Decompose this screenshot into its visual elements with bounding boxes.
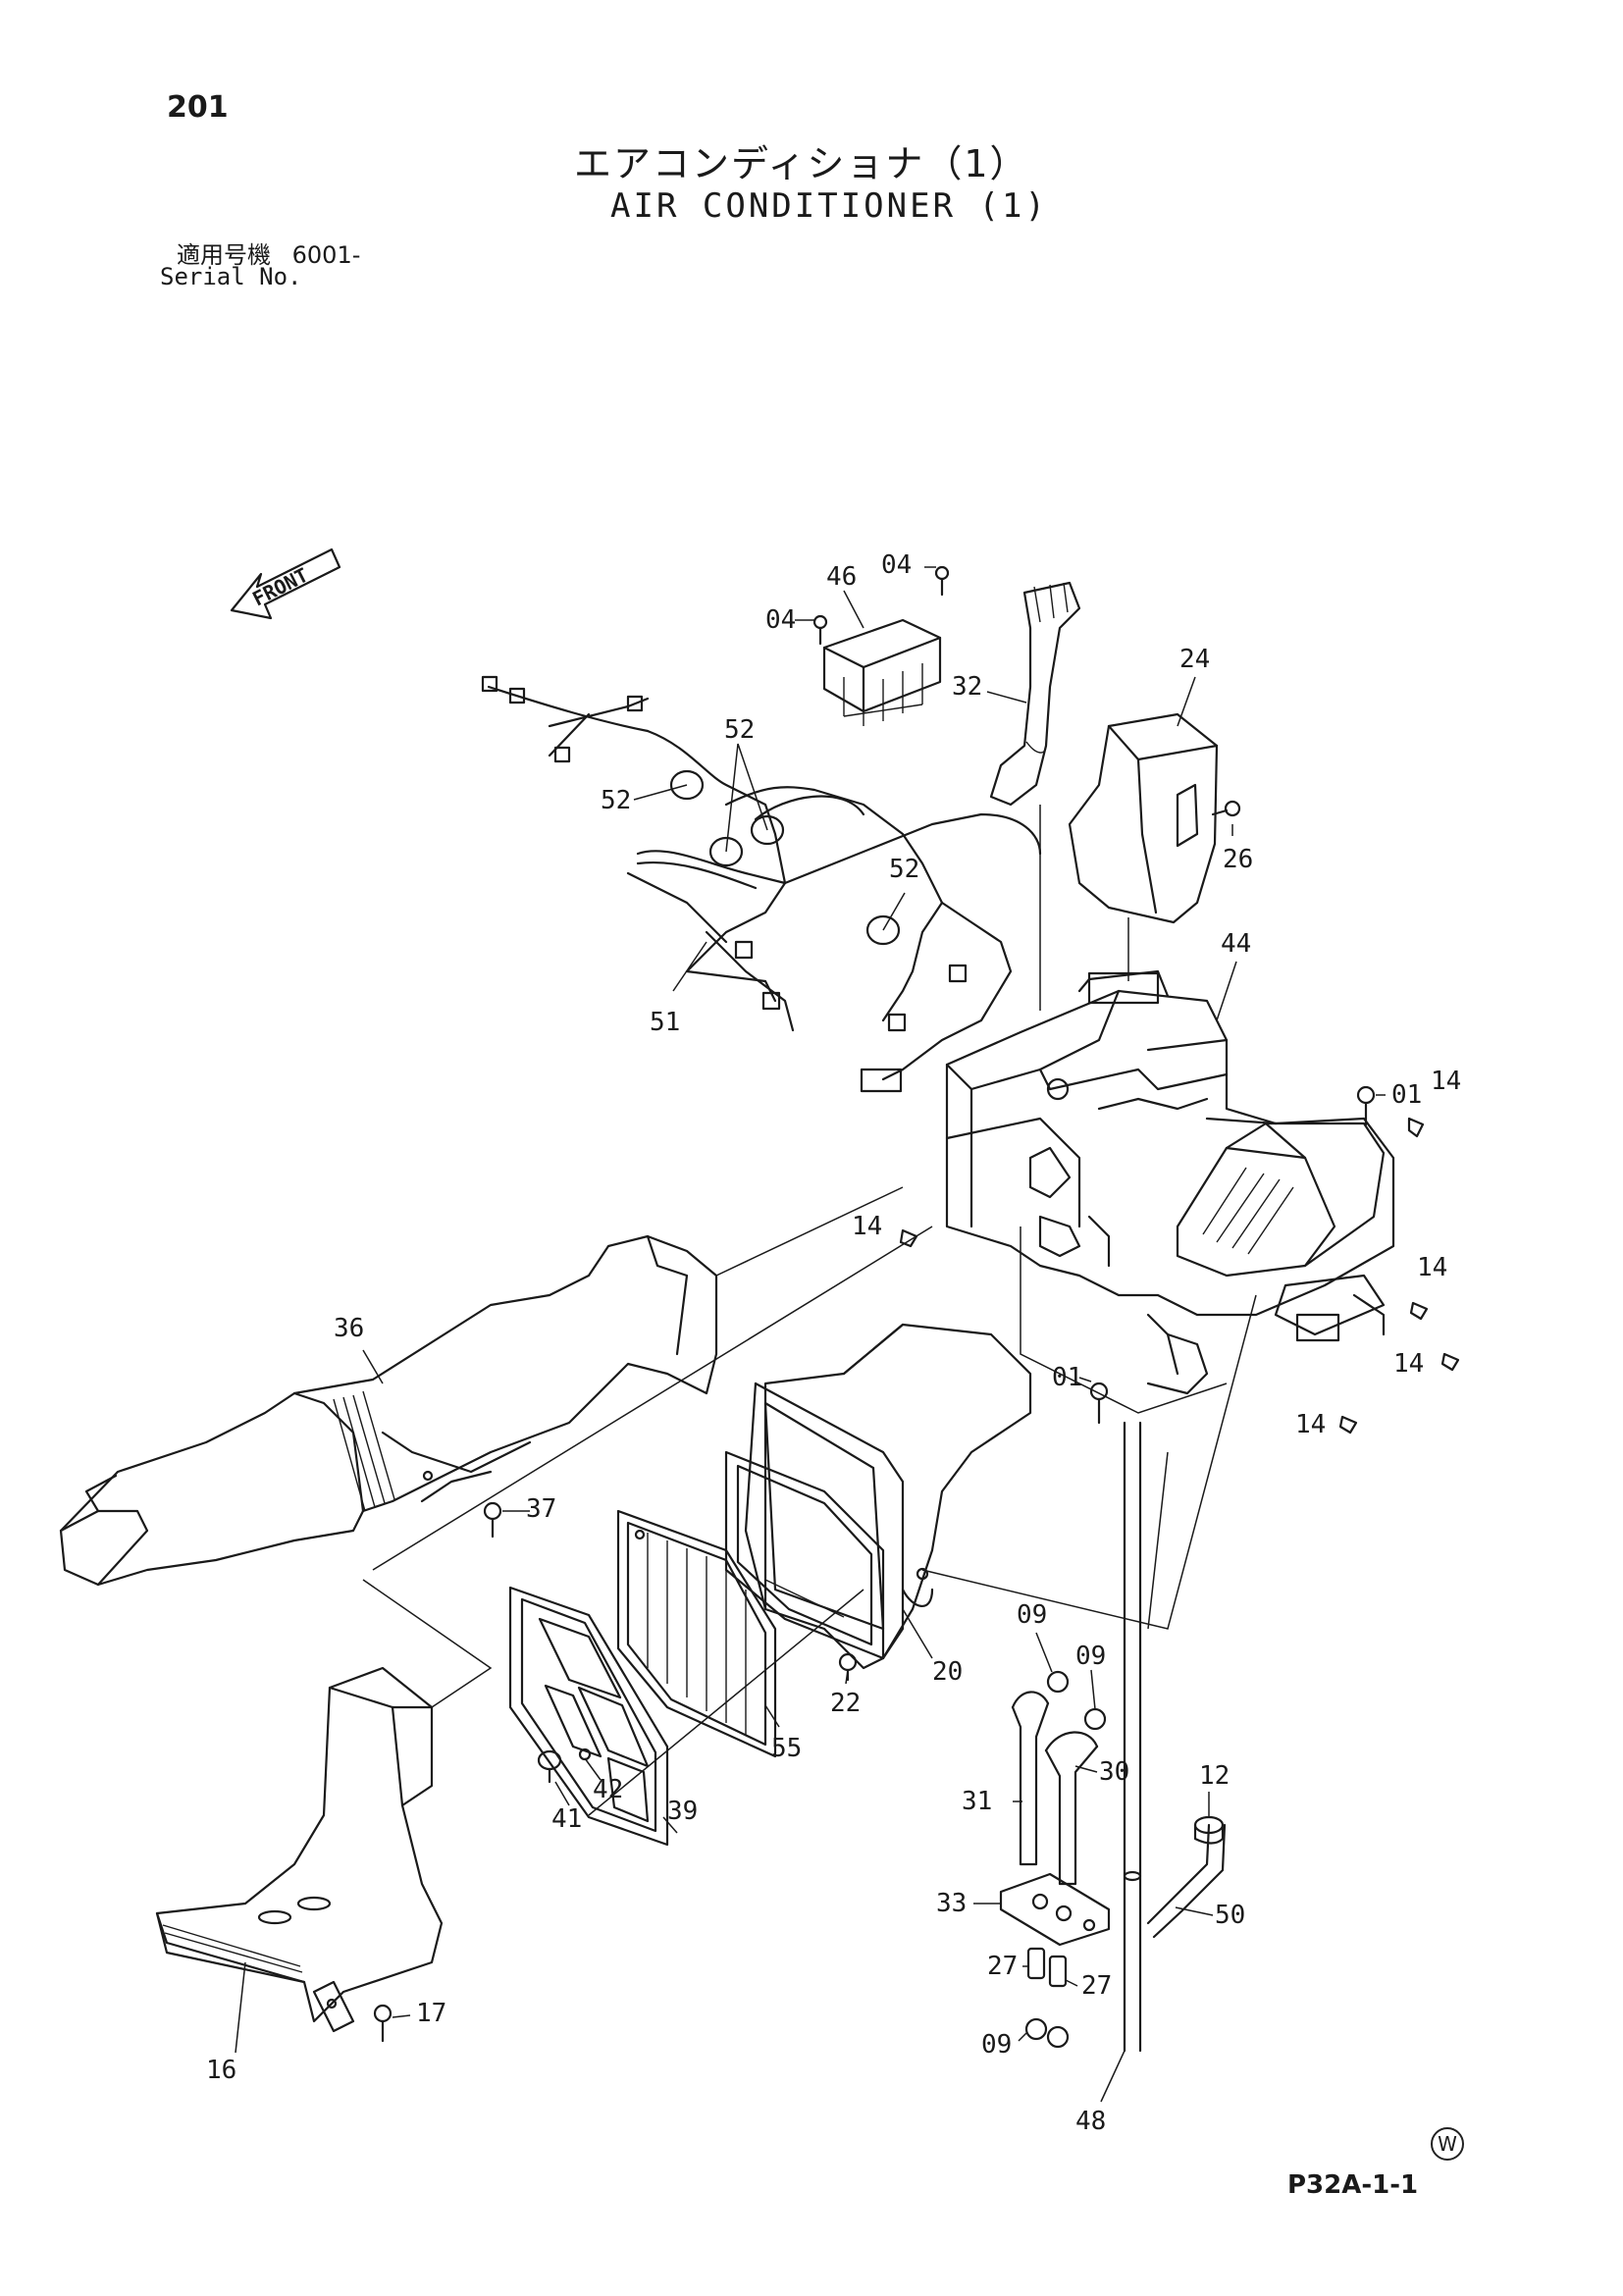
- clamp-52-c: [750, 814, 785, 846]
- callout-36: 36: [334, 1314, 364, 1343]
- callout-44: 44: [1221, 929, 1251, 959]
- callout-50: 50: [1215, 1901, 1245, 1930]
- nut-14-c: [1409, 1301, 1429, 1321]
- ac-unit-housing-44: [945, 969, 1395, 1342]
- filter-cover-39: [508, 1586, 669, 1847]
- leader-lines: [235, 566, 1386, 2103]
- callout-52-right: 52: [889, 855, 919, 884]
- wire-harness: [481, 675, 1042, 1093]
- callout-14-c: 14: [1417, 1253, 1447, 1282]
- callout-09-c: 09: [981, 2030, 1012, 2060]
- watermark-w-icon: W: [1431, 2127, 1464, 2161]
- callout-52-top: 52: [724, 715, 755, 745]
- screw-01-middle: [1089, 1382, 1109, 1425]
- joint-27-b: [1048, 1955, 1068, 1988]
- knob-41: [537, 1749, 562, 1784]
- nut-14-a: [1407, 1117, 1425, 1138]
- serial-label-japanese: 適用号機: [177, 241, 271, 269]
- callout-01-right: 01: [1391, 1080, 1422, 1110]
- callout-51: 51: [650, 1008, 680, 1037]
- hose-clamp-09-a: [1046, 1670, 1070, 1694]
- callout-14-b: 14: [852, 1212, 882, 1241]
- callout-33: 33: [936, 1889, 967, 1918]
- callout-01-middle: 01: [1052, 1363, 1082, 1392]
- hose-31: [1011, 1691, 1050, 1866]
- clamp-52-d: [865, 914, 901, 946]
- pipe-50: [1146, 1823, 1227, 1939]
- mounting-bracket: [1146, 1313, 1209, 1395]
- hose-clamp-09-c: [1024, 2017, 1048, 2041]
- vent-duct-32: [989, 581, 1081, 807]
- hose-clamp-09-b: [1083, 1707, 1107, 1731]
- hose-clamp-09-d: [1046, 2025, 1070, 2049]
- callout-16: 16: [206, 2056, 236, 2085]
- title-japanese: エアコンディショナ（1）: [574, 142, 1029, 185]
- callout-37: 37: [526, 1494, 556, 1524]
- callout-32: 32: [952, 672, 982, 702]
- callout-labels: 46 04 04 32 24 52 52 26 52 44 51 01 14 1…: [206, 550, 1461, 2136]
- callout-30: 30: [1099, 1757, 1129, 1787]
- callout-26: 26: [1223, 845, 1253, 874]
- callout-12: 12: [1199, 1761, 1230, 1791]
- callout-41: 41: [551, 1804, 582, 1834]
- callout-22: 22: [830, 1689, 861, 1718]
- callout-14-e: 14: [1295, 1410, 1326, 1439]
- serial-value: 6001-: [291, 241, 361, 269]
- screw-04-left: [812, 614, 828, 646]
- page-number: 201: [167, 90, 229, 125]
- title-english: AIR CONDITIONER (1): [610, 186, 1048, 226]
- callout-39: 39: [667, 1797, 698, 1826]
- callout-55: 55: [771, 1734, 802, 1763]
- screw-37: [483, 1501, 502, 1539]
- callout-14-d: 14: [1393, 1349, 1424, 1379]
- drain-pipe-48: [1123, 1421, 1142, 2053]
- nut-14-d: [1440, 1352, 1460, 1372]
- callout-17: 17: [416, 1999, 446, 2028]
- callout-42: 42: [593, 1775, 623, 1804]
- callout-52-left: 52: [601, 786, 631, 815]
- upper-duct-24: [1068, 712, 1219, 924]
- front-label: FRONT: [248, 563, 312, 611]
- clamp-52-b: [708, 836, 744, 867]
- callout-24: 24: [1179, 645, 1210, 674]
- rear-duct-36: [59, 1234, 718, 1587]
- screw-04-right: [934, 565, 950, 597]
- callout-09-b: 09: [1075, 1642, 1106, 1671]
- filter-55: [616, 1509, 777, 1758]
- nut-14-e: [1338, 1415, 1358, 1435]
- clamp-52-a: [669, 769, 705, 801]
- callout-48: 48: [1075, 2107, 1106, 2136]
- callout-14-a: 14: [1431, 1067, 1461, 1096]
- front-duct-16: [155, 1666, 444, 2033]
- callout-09-a: 09: [1017, 1600, 1047, 1630]
- screw-26: [1211, 800, 1241, 817]
- callout-27-b: 27: [1081, 1971, 1112, 2001]
- screw-22: [838, 1652, 858, 1682]
- screw-01-right: [1356, 1085, 1376, 1126]
- callout-04-a: 04: [765, 605, 796, 635]
- joint-27-a: [1026, 1947, 1046, 1980]
- serial-row: 適用号機 6001-: [177, 235, 360, 270]
- serial-label-english: Serial No.: [160, 263, 302, 290]
- callout-04-b: 04: [881, 550, 912, 580]
- nut-14-b: [899, 1228, 918, 1248]
- callout-31: 31: [962, 1787, 992, 1816]
- filter-case-20: [744, 1323, 1032, 1670]
- screw-17: [373, 2004, 393, 2043]
- diagram-code: P32A-1-1: [1287, 2170, 1419, 2200]
- hose-30: [1044, 1731, 1099, 1886]
- front-arrow-icon: FRONT: [230, 548, 341, 620]
- callout-27-a: 27: [987, 1952, 1018, 1981]
- callout-20: 20: [932, 1657, 963, 1687]
- mounting-plate-33: [999, 1872, 1111, 1947]
- relay-box: [822, 618, 942, 726]
- callout-46: 46: [826, 562, 857, 592]
